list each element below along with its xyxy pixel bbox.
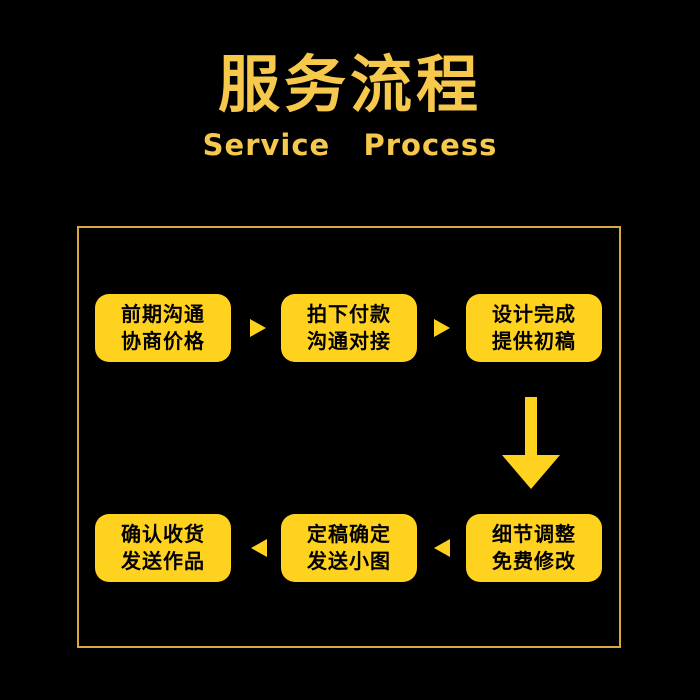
step-4-box: 细节调整 免费修改	[466, 514, 602, 582]
step-2-box: 拍下付款 沟通对接	[281, 294, 417, 362]
step-2-line2: 沟通对接	[307, 329, 391, 353]
step-3-line1: 设计完成	[492, 302, 576, 326]
step-3-line2: 提供初稿	[492, 329, 576, 353]
triangle-left-icon	[251, 539, 267, 557]
step-3-box: 设计完成 提供初稿	[466, 294, 602, 362]
step-5-line2: 发送小图	[307, 549, 391, 573]
step-2-line1: 拍下付款	[307, 302, 391, 326]
triangle-right-icon	[250, 319, 266, 337]
step-6-line1: 确认收货	[121, 522, 205, 546]
step-1-box: 前期沟通 协商价格	[95, 294, 231, 362]
step-5-line1: 定稿确定	[307, 522, 391, 546]
step-1-line1: 前期沟通	[121, 302, 205, 326]
step-4-line2: 免费修改	[492, 549, 576, 573]
arrow-down-icon	[502, 397, 560, 489]
triangle-right-icon	[434, 319, 450, 337]
page-subtitle: Service Process	[202, 128, 498, 162]
step-4-line1: 细节调整	[492, 522, 576, 546]
step-5-box: 定稿确定 发送小图	[281, 514, 417, 582]
triangle-left-icon	[434, 539, 450, 557]
process-frame	[77, 226, 621, 648]
step-1-line2: 协商价格	[121, 329, 205, 353]
step-6-line2: 发送作品	[121, 549, 205, 573]
step-6-box: 确认收货 发送作品	[95, 514, 231, 582]
page-title: 服务流程	[217, 48, 482, 121]
